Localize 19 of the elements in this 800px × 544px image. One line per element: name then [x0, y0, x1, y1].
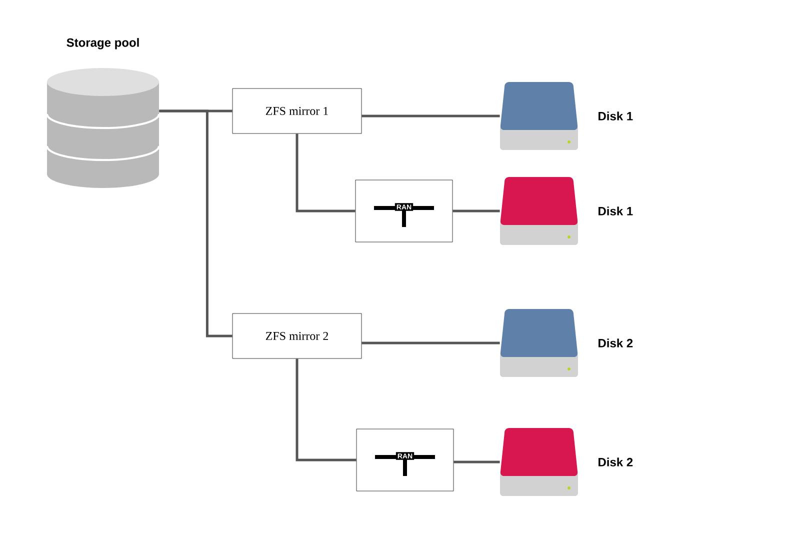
connector-line: [362, 114, 500, 118]
connector-line: [362, 342, 500, 344]
connector-line: [296, 134, 356, 212]
connector-line: [296, 358, 356, 462]
database-drawing: Storage pool: [46, 38, 160, 188]
disk-label: Disk 2: [598, 338, 633, 348]
connector-line: [452, 210, 500, 212]
disk-drive-drawing: [500, 428, 578, 496]
mirror-box: ZFS mirror 1: [232, 88, 362, 134]
disk-label: Disk 2: [598, 458, 633, 466]
disk-drive-drawing: [500, 309, 578, 377]
disk-drive-drawing: [500, 82, 578, 150]
disk-drive-drawing: [500, 177, 578, 245]
disk-label: Disk 1: [598, 206, 633, 216]
disk-label: Disk 1: [598, 112, 633, 120]
connector-line: [159, 110, 232, 338]
node-label: Storage pool: [66, 38, 139, 50]
mirror-box: ZFS mirror 2: [232, 313, 362, 359]
connector-line: [454, 460, 500, 464]
